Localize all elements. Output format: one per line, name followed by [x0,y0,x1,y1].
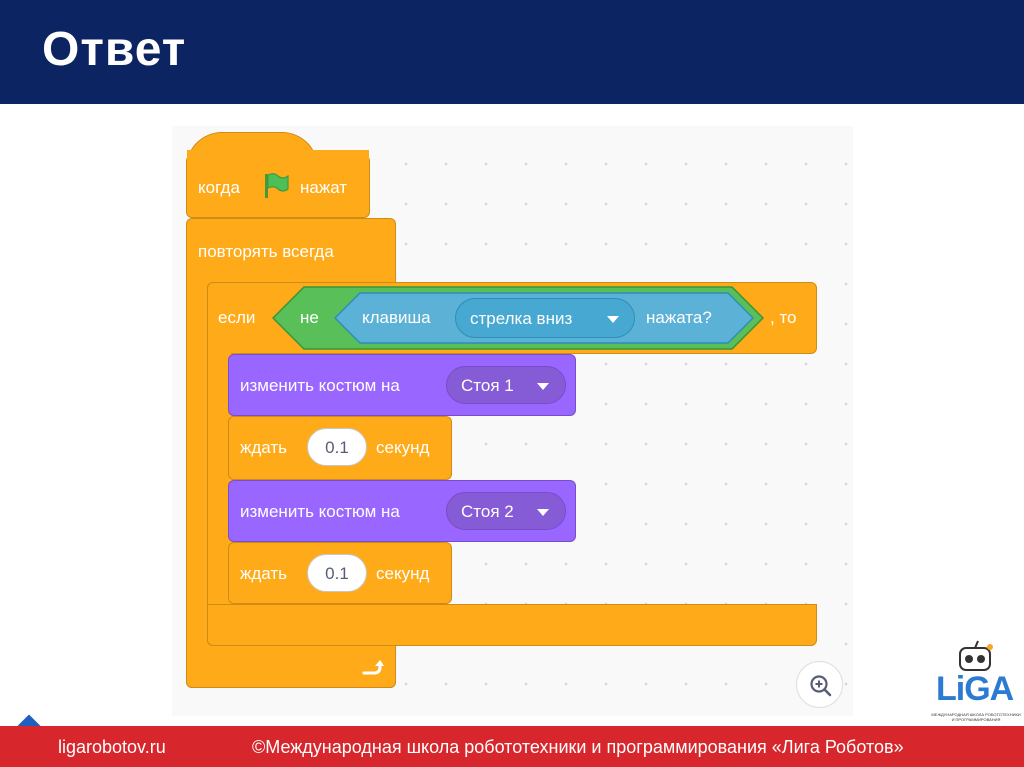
key-dropdown[interactable]: стрелка вниз [455,298,635,338]
pressed-label: нажата? [646,308,712,327]
costume1-option: Стоя 1 [461,376,514,395]
chevron-down-icon [537,509,549,516]
chevron-down-icon [537,383,549,390]
costume1-label: изменить костюм на [240,376,400,395]
zoom-in-icon [810,675,832,697]
hat-before: когда [198,178,240,197]
forever-bottom-arm [186,645,396,688]
costume2-option: Стоя 2 [461,502,514,521]
logo-subtitle: МЕЖДУНАРОДНАЯ ШКОЛА РОБОТОТЕХНИКИ И ПРОГ… [931,712,1021,722]
wait1-value-input[interactable]: 0.1 [307,428,367,466]
footer-copyright: ©Международная школа робототехники и про… [252,737,904,757]
wait1-value: 0.1 [325,438,349,457]
costume2-label: изменить костюм на [240,502,400,521]
footer-url[interactable]: ligarobotov.ru [58,737,166,757]
if-block-arm [207,282,231,646]
forever-label: повторять всегда [198,242,334,261]
robot-logo-icon [959,640,993,671]
not-label: не [300,308,319,327]
wait1-before: ждать [240,438,288,457]
loop-arrow-icon [362,660,384,675]
costume2-dropdown[interactable]: Стоя 2 [446,492,566,530]
wait2-before: ждать [240,564,288,583]
logo-text: LiGA [936,670,1014,708]
zoom-in-button[interactable] [796,661,843,708]
wait2-value: 0.1 [325,564,349,583]
if-label: если [218,308,256,327]
key-option: стрелка вниз [470,309,573,328]
slide-title: Ответ [42,23,187,76]
wait1-after: секунд [376,438,430,457]
green-flag-icon [265,173,289,198]
wait2-after: секунд [376,564,430,583]
liga-logo: LiGA МЕЖДУНАРОДНАЯ ШКОЛА РОБОТОТЕХНИКИ И… [926,640,1022,724]
if-block-bottom [207,604,817,646]
slide-header: Ответ [0,0,1024,104]
key-label: клавиша [362,308,431,327]
costume1-dropdown[interactable]: Стоя 1 [446,366,566,404]
hat-after: нажат [300,178,348,197]
hat-cap-fill [187,150,369,170]
wait2-value-input[interactable]: 0.1 [307,554,367,592]
then-label: , то [770,308,797,327]
chevron-down-icon [607,316,619,323]
footer-bar: ligarobotov.ru ©Международная школа робо… [0,726,1024,767]
